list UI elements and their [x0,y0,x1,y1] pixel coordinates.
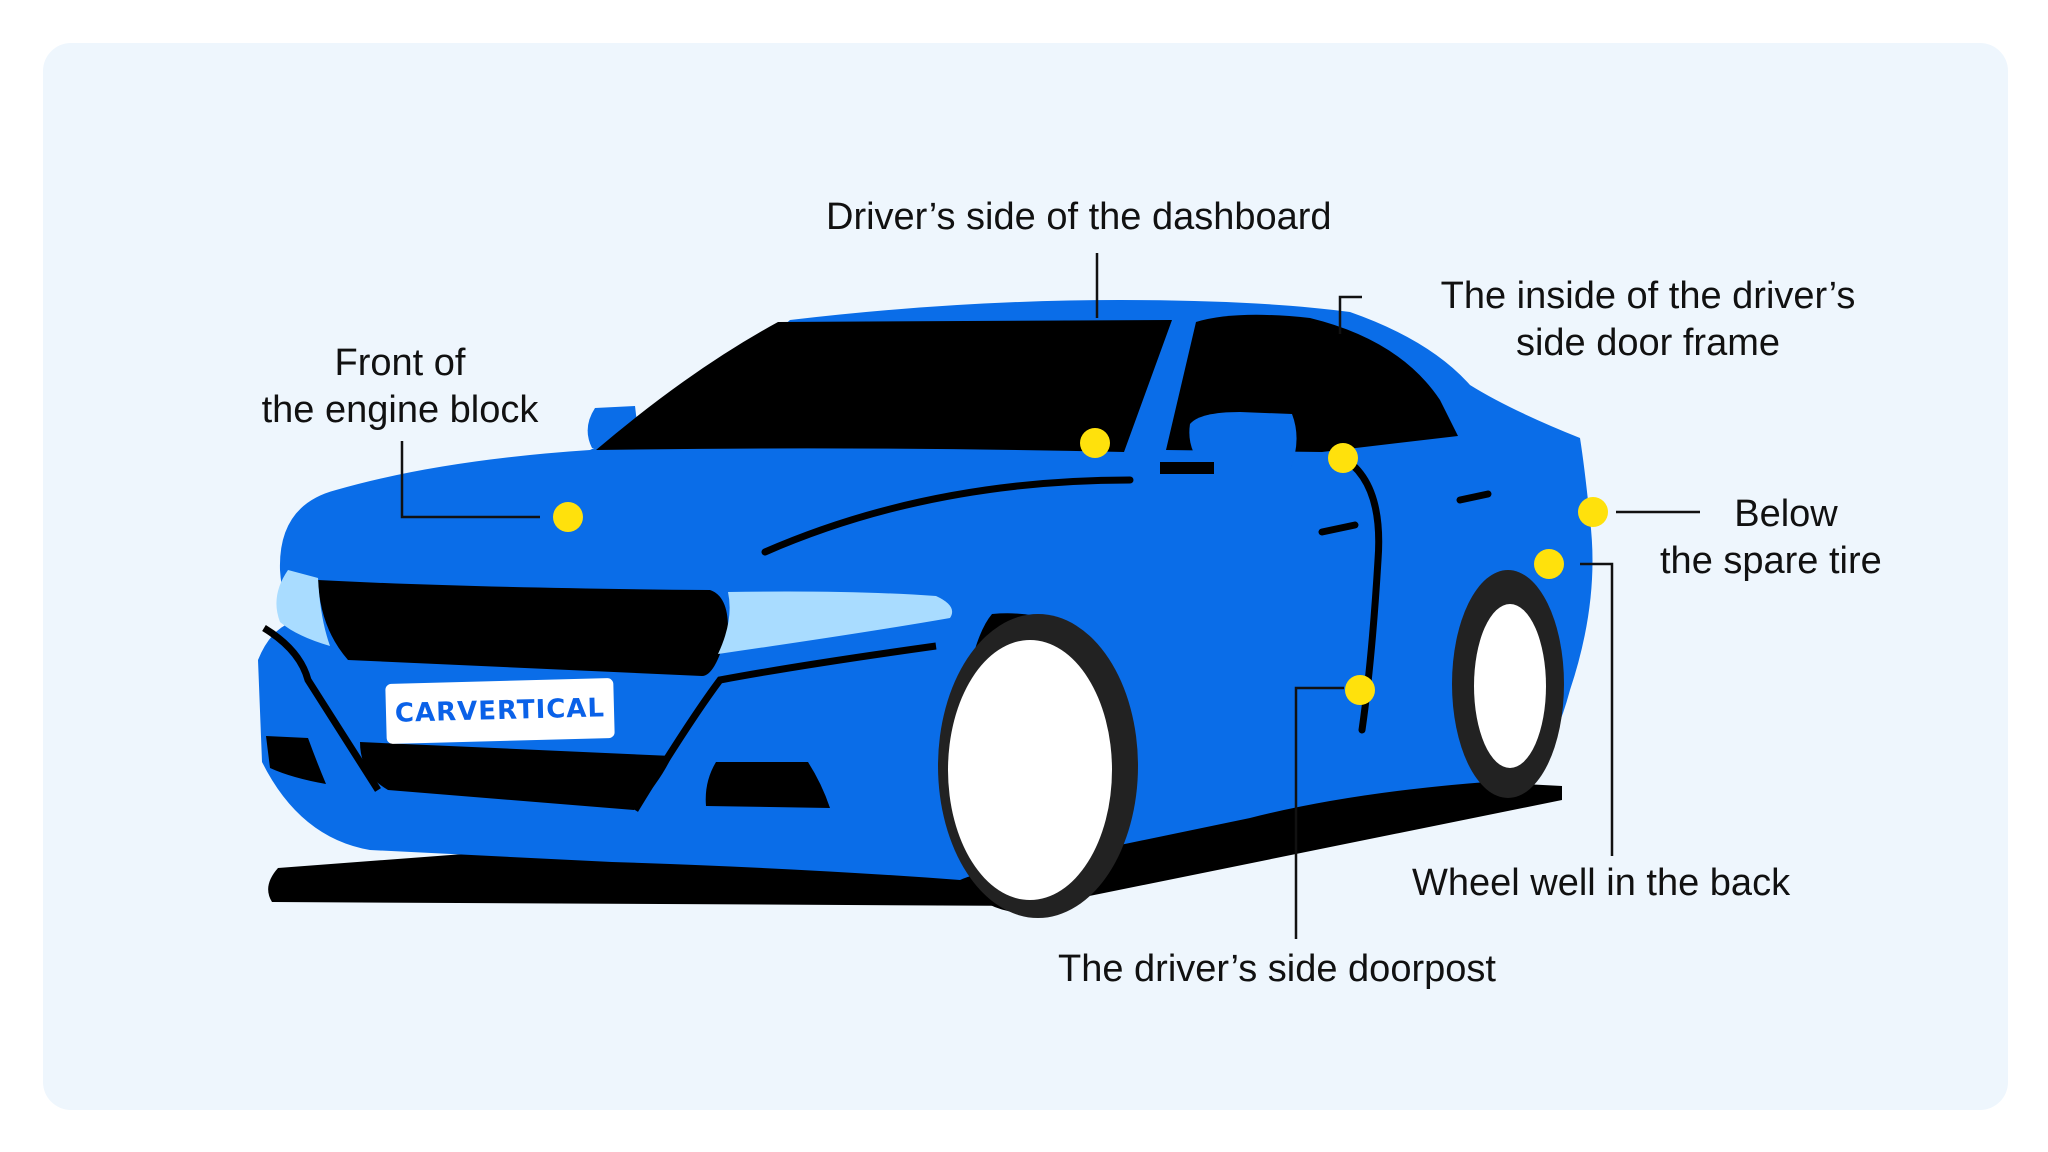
windshield [596,320,1172,452]
front-grille [318,580,728,676]
label-door-frame: The inside of the driver’s side door fra… [1420,273,1876,367]
rear-door-handle [1456,490,1492,504]
mirror-base [1160,462,1214,474]
marker-dashboard [1080,428,1110,458]
bumper-line-left [262,625,381,792]
label-spare-tire: Below the spare tire [1660,491,1920,585]
label-wheel-well: Wheel well in the back [1412,862,1791,904]
lower-grille [360,742,672,810]
fog-light-right [705,762,830,808]
side-mirror [1189,412,1297,470]
front-door-handle [1318,521,1359,536]
leader-door-frame [1338,295,1362,334]
marker-engine-block [553,502,583,532]
marker-spare-tire [1578,497,1608,527]
label-engine-block: Front of the engine block [240,340,560,434]
label-door-frame-line1: The inside of the driver’s [1440,275,1856,317]
leader-wheel-well [1580,562,1614,856]
label-spare-line1: Below [1734,493,1838,535]
leader-doorpost [1294,686,1344,939]
bumper-line-right [632,642,937,812]
headlight-right [718,591,953,654]
leader-engine [400,441,540,519]
label-door-frame-line2: side door frame [1515,322,1780,364]
label-engine-line2: the engine block [261,389,539,431]
brand-plate: CARVERTICAL [385,678,615,744]
hood-line [761,476,1134,556]
fog-light-left [266,736,326,784]
marker-doorpost [1345,675,1375,705]
label-doorpost: The driver’s side doorpost [1058,948,1496,990]
label-spare-line2: the spare tire [1660,540,1882,582]
marker-door-frame [1328,443,1358,473]
headlight-left [276,570,330,646]
marker-wheel-well [1534,549,1564,579]
rear-wheel [1452,570,1564,798]
brand-plate-text: CARVERTICAL [394,693,606,729]
label-engine-line1: Front of [334,342,466,384]
front-wheel [938,613,1138,918]
label-dashboard: Driver’s side of the dashboard [826,196,1332,238]
